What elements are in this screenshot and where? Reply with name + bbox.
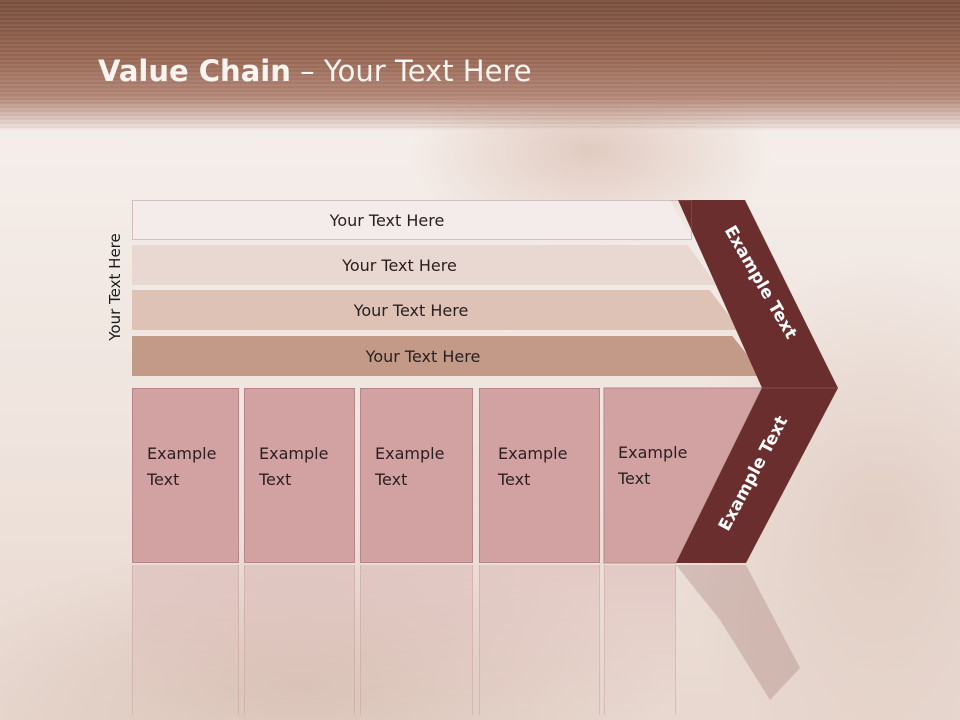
column-2-line2: Text [259,470,292,489]
column-2-reflection [244,565,355,715]
column-5-reflection [604,565,676,715]
column-3-line2: Text [375,470,408,489]
column-4: Example Text [479,388,600,563]
band-1: Your Text Here [132,200,692,240]
slide-title: Value Chain – Your Text Here [98,54,532,88]
column-5-text: Example Text [618,440,687,492]
column-5-line2: Text [618,469,651,488]
band-4: Your Text Here [132,336,764,376]
column-1: Example Text [132,388,239,563]
column-1-reflection [132,565,239,715]
column-2: Example Text [244,388,355,563]
column-3-line1: Example [375,444,445,463]
column-5-line1: Example [618,443,688,462]
column-3: Example Text [360,388,473,563]
column-2-line1: Example [259,444,329,463]
band-2: Your Text Here [132,245,717,285]
title-bold: Value Chain [98,54,291,88]
band-3: Your Text Here [132,290,740,330]
title-rest: Your Text Here [323,54,532,88]
column-3-reflection [360,565,473,715]
column-1-line2: Text [147,470,180,489]
column-4-line1: Example [498,444,568,463]
side-label: Your Text Here [106,233,124,341]
column-4-reflection [479,565,600,715]
column-4-line2: Text [498,470,531,489]
title-bar [0,0,960,130]
title-separator: – [290,54,324,88]
column-1-line1: Example [147,444,217,463]
